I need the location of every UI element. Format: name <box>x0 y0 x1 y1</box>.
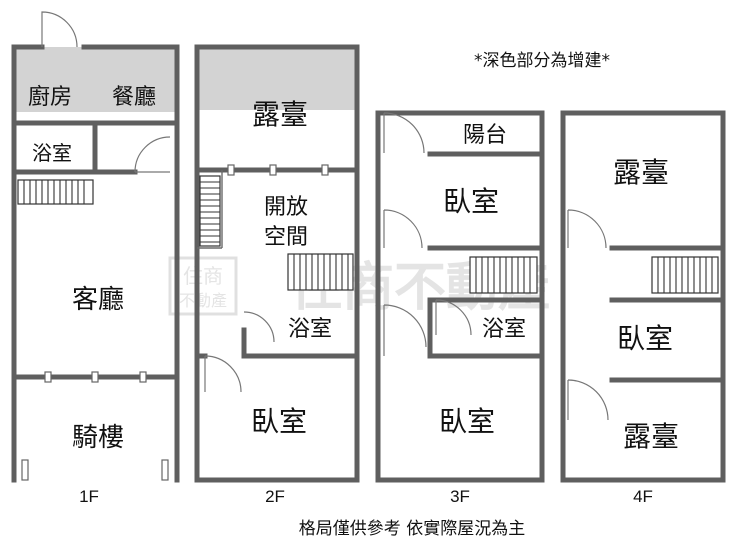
room-terrace-bottom-4f: 露臺 <box>623 420 679 453</box>
floor-4f: 露臺 臥室 露臺 4F <box>560 110 726 506</box>
room-open2-2f: 空間 <box>264 225 308 250</box>
extension-note: *深色部分為增建* <box>474 51 610 71</box>
stairs-4f <box>651 256 719 294</box>
room-bedroom-2f: 臥室 <box>251 405 307 438</box>
room-terrace-2f: 露臺 <box>252 98 308 131</box>
stairs-1f <box>17 179 94 205</box>
floor-1f: 廚房 餐廳 浴室 客廳 騎樓 1F <box>11 11 180 506</box>
floor-label-1f: 1F <box>79 487 99 506</box>
room-kitchen-1f: 廚房 <box>28 85 72 110</box>
room-bath-2f: 浴室 <box>288 317 332 342</box>
room-bath-3f: 浴室 <box>482 317 526 342</box>
stairs-3f <box>469 256 538 294</box>
room-living-1f: 客廳 <box>72 285 124 315</box>
floor-label-4f: 4F <box>633 487 653 506</box>
floor-label-3f: 3F <box>450 487 470 506</box>
stairs-2f-right <box>287 253 354 291</box>
extension-shade-1f <box>14 47 177 112</box>
room-terrace-top-4f: 露臺 <box>613 156 669 189</box>
room-open1-2f: 開放 <box>264 195 308 220</box>
room-arcade-1f: 騎樓 <box>72 423 124 453</box>
footer-disclaimer: 格局僅供參考 依實際屋況為主 <box>299 519 525 539</box>
room-bedroom-bottom-3f: 臥室 <box>439 405 495 438</box>
watermark-logo-line2: 不動產 <box>179 291 227 310</box>
floor-label-2f: 2F <box>265 487 285 506</box>
floor-2f: 露臺 開放 空間 浴室 臥室 2F <box>194 44 360 506</box>
floor-3f: 陽台 臥室 浴室 臥室 3F <box>375 110 545 506</box>
room-bath-1f: 浴室 <box>32 141 72 165</box>
watermark-logo-box <box>168 256 238 316</box>
stairs-2f-left <box>199 175 221 247</box>
watermark-logo-line1: 住商 <box>183 264 223 288</box>
room-bedroom-top-3f: 臥室 <box>443 185 499 218</box>
extension-shade-2f <box>197 47 357 110</box>
room-balcony-3f: 陽台 <box>463 123 507 148</box>
room-dining-1f: 餐廳 <box>112 85 156 110</box>
room-bedroom-4f: 臥室 <box>617 322 673 355</box>
